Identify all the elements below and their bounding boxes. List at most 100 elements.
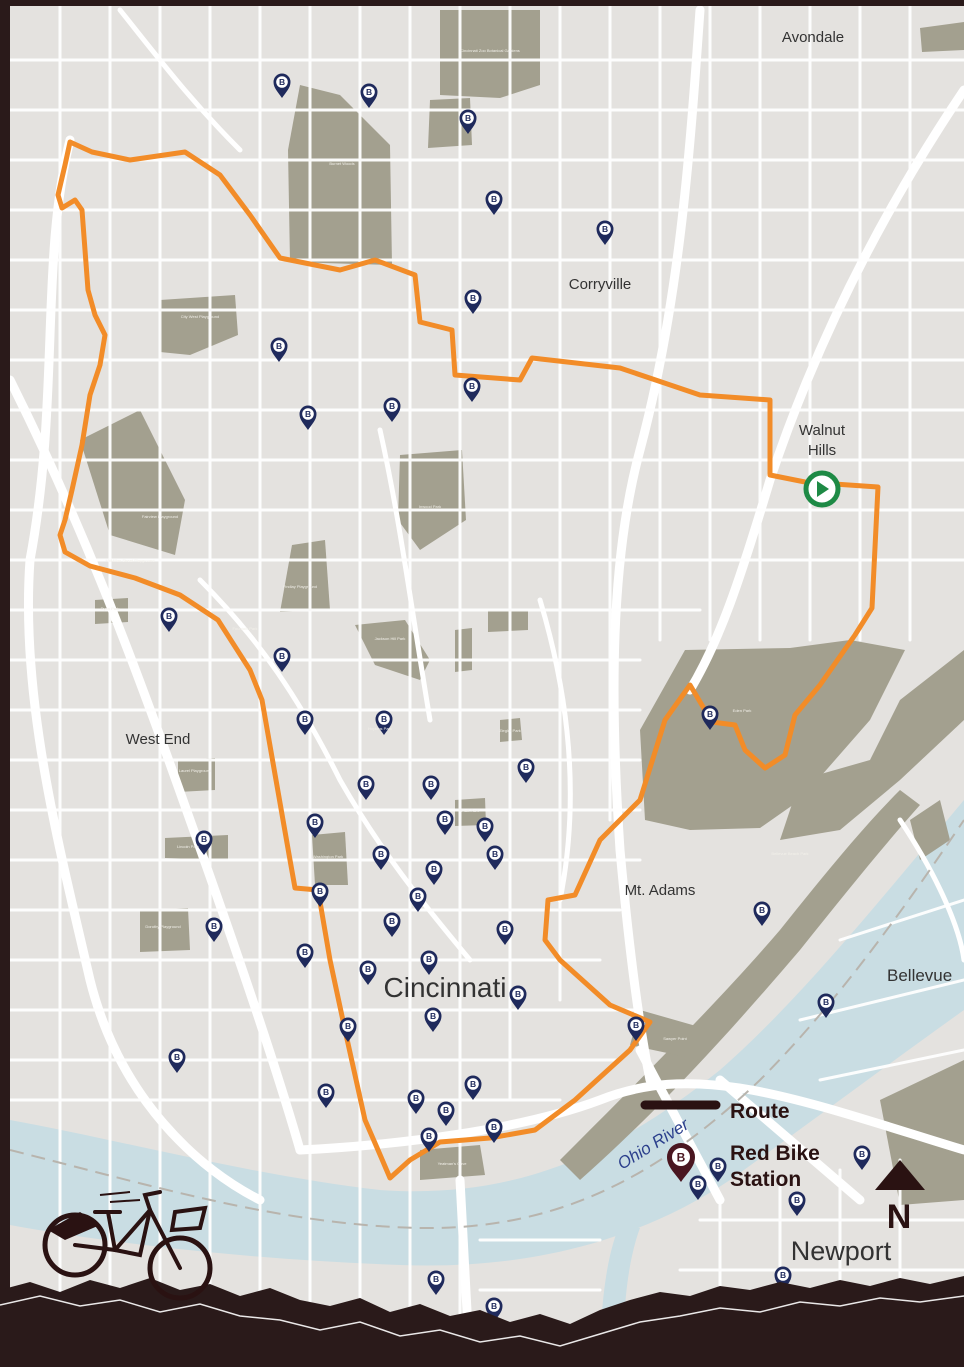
station-pin[interactable]: B: [296, 710, 314, 736]
station-pin-letter: B: [389, 401, 395, 411]
park-inwood: [398, 450, 466, 550]
highway-west: [23, 135, 265, 1205]
station-pin[interactable]: B: [317, 1083, 335, 1109]
north-arrow-icon: [875, 1160, 925, 1190]
station-pin-letter: B: [378, 849, 384, 859]
legend: Route B Red Bike Station: [640, 1100, 820, 1191]
pin-center: [692, 1178, 704, 1190]
label-bellevue: Bellevue: [887, 966, 952, 985]
station-pin[interactable]: B: [464, 289, 482, 315]
station-pin[interactable]: B: [709, 1157, 727, 1183]
station-pin-letter: B: [492, 849, 498, 859]
park-label-lincoln: Lincoln Park: [177, 844, 199, 849]
station-pin[interactable]: B: [853, 1145, 871, 1171]
highway-bridge-2: [635, 1045, 725, 1205]
station-pin-letter: B: [389, 916, 395, 926]
station-pin[interactable]: B: [195, 830, 213, 856]
station-pin-letter: B: [491, 194, 497, 204]
station-pin[interactable]: B: [753, 901, 771, 927]
station-pin[interactable]: B: [375, 710, 393, 736]
pin-center: [378, 713, 390, 725]
station-pin[interactable]: B: [306, 813, 324, 839]
station-pin[interactable]: B: [486, 845, 504, 871]
station-pin[interactable]: B: [422, 775, 440, 801]
start-marker[interactable]: [803, 470, 841, 508]
station-pin[interactable]: B: [407, 1089, 425, 1115]
station-pin[interactable]: B: [420, 1127, 438, 1153]
pin-center: [273, 340, 285, 352]
station-pin[interactable]: B: [273, 647, 291, 673]
station-pin[interactable]: B: [596, 220, 614, 246]
station-pin[interactable]: B: [273, 73, 291, 99]
pin-center: [791, 1194, 803, 1206]
station-pin[interactable]: B: [509, 985, 527, 1011]
park-label-fountain: Fountain Park: [233, 626, 258, 631]
station-pin[interactable]: B: [463, 377, 481, 403]
station-pin-letter: B: [515, 989, 521, 999]
station-pin[interactable]: B: [270, 337, 288, 363]
station-pin[interactable]: B: [817, 993, 835, 1019]
pin-center: [276, 650, 288, 662]
compass: N: [875, 1160, 925, 1236]
station-pin[interactable]: B: [359, 960, 377, 986]
pin-center: [856, 1148, 868, 1160]
station-pin[interactable]: B: [424, 1007, 442, 1033]
station-pin[interactable]: B: [160, 607, 178, 633]
label-walnut: Walnut: [799, 422, 846, 439]
station-pin[interactable]: B: [427, 1270, 445, 1296]
neighborhood-labels: Avondale Corryville Walnut Hills West En…: [126, 29, 953, 1266]
station-pin-letter: B: [166, 611, 172, 621]
station-pin[interactable]: B: [459, 109, 477, 135]
station-pin[interactable]: B: [517, 758, 535, 784]
station-pin[interactable]: B: [485, 190, 503, 216]
station-pin-letter: B: [323, 1087, 329, 1097]
pin-center: [412, 890, 424, 902]
station-pin[interactable]: B: [168, 1048, 186, 1074]
station-pin[interactable]: B: [357, 775, 375, 801]
station-pin[interactable]: B: [360, 83, 378, 109]
station-pin[interactable]: B: [627, 1016, 645, 1042]
station-pin[interactable]: B: [425, 860, 443, 886]
station-pin[interactable]: B: [296, 943, 314, 969]
station-pin[interactable]: B: [409, 887, 427, 913]
station-pin-letter: B: [470, 293, 476, 303]
pin-center: [488, 1300, 500, 1312]
station-pin-letter: B: [491, 1301, 497, 1311]
station-pin[interactable]: B: [437, 1101, 455, 1127]
highway-i71: [609, 6, 705, 1085]
station-pin-letter: B: [442, 814, 448, 824]
station-pin[interactable]: B: [701, 705, 719, 731]
legend-pin-letter: B: [677, 1151, 686, 1165]
station-pin[interactable]: B: [339, 1017, 357, 1043]
pin-center: [479, 820, 491, 832]
park-dorothy: [140, 908, 190, 952]
station-pin[interactable]: B: [485, 1118, 503, 1144]
station-pin[interactable]: B: [788, 1191, 806, 1217]
station-pin-letter: B: [633, 1020, 639, 1030]
station-pin[interactable]: B: [205, 917, 223, 943]
park-label-piatt: Piatt Park: [461, 808, 478, 813]
park-label-hopkins: Hopkins Park: [368, 726, 392, 731]
station-pin[interactable]: B: [299, 405, 317, 431]
park-bellevue-hill: [780, 650, 964, 840]
pin-center: [362, 963, 374, 975]
station-pin[interactable]: B: [496, 920, 514, 946]
station-pin[interactable]: B: [311, 882, 329, 908]
station-pin-letter: B: [491, 1122, 497, 1132]
station-pin[interactable]: B: [372, 845, 390, 871]
pin-center: [488, 1121, 500, 1133]
pin-center: [599, 223, 611, 235]
station-pin[interactable]: B: [383, 912, 401, 938]
station-pin[interactable]: B: [383, 397, 401, 423]
station-pin-letter: B: [780, 1270, 786, 1280]
pin-center: [440, 1104, 452, 1116]
station-pin[interactable]: B: [689, 1175, 707, 1201]
pin-center: [299, 946, 311, 958]
route-line: [55, 139, 881, 1181]
station-pin[interactable]: B: [464, 1075, 482, 1101]
park-piatt: [455, 798, 486, 826]
station-pin[interactable]: B: [476, 817, 494, 843]
station-pin[interactable]: B: [420, 950, 438, 976]
station-pin[interactable]: B: [436, 810, 454, 836]
